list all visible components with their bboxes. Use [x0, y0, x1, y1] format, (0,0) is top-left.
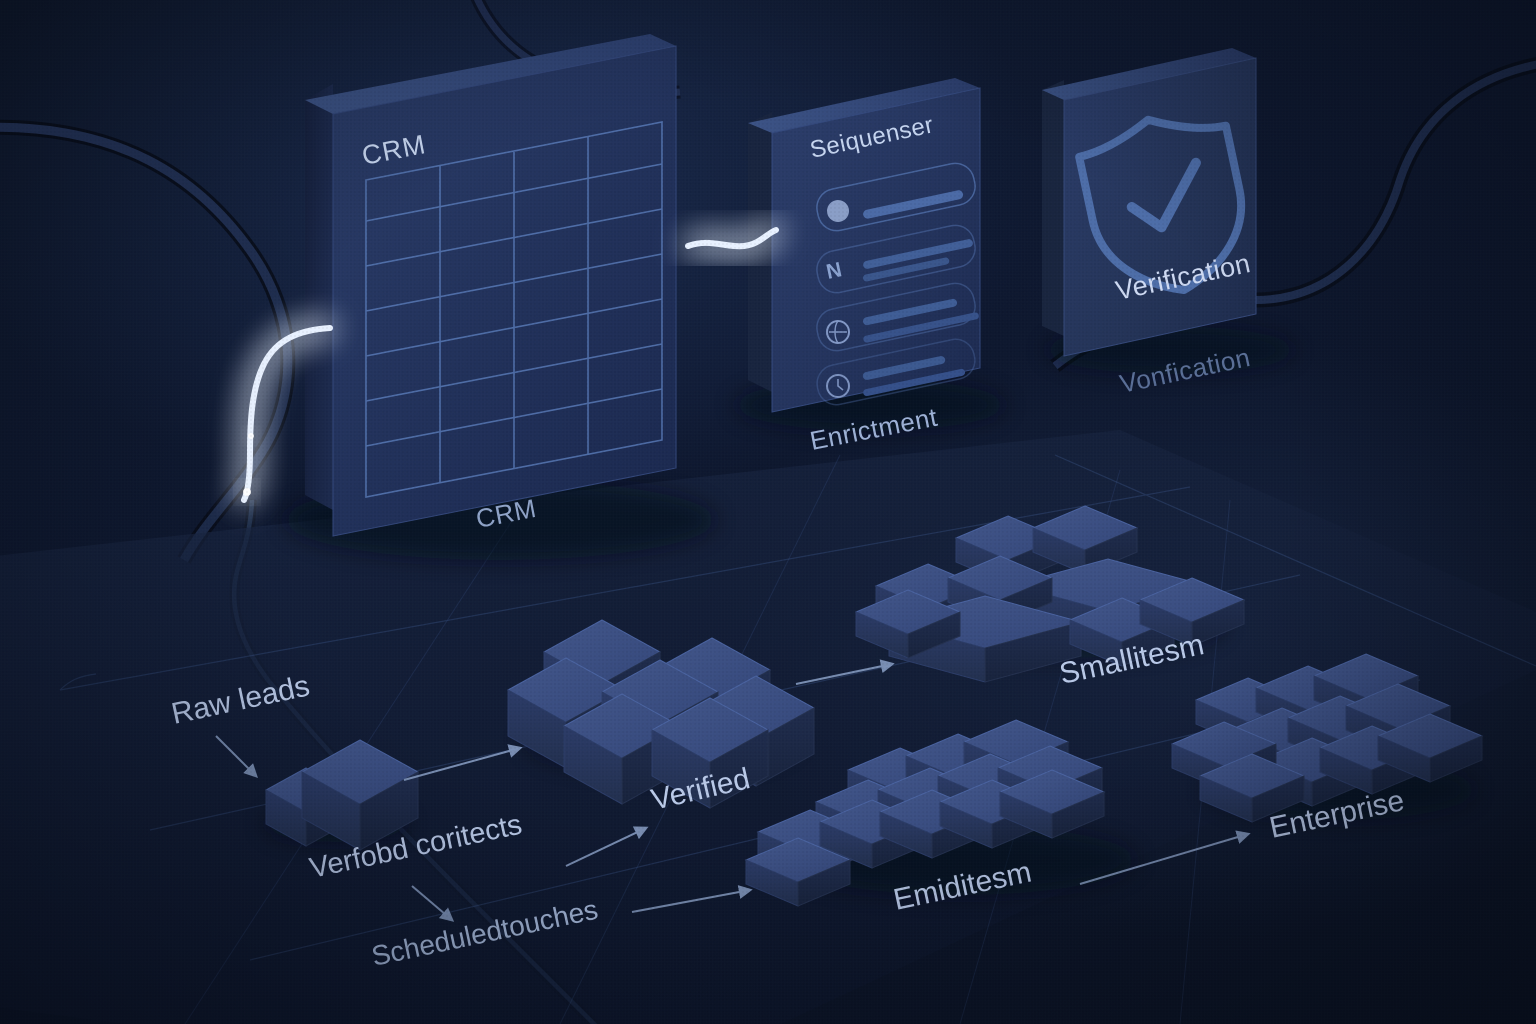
label-smallitesm: Smallitesm: [1057, 628, 1207, 691]
label-verified: Verified: [648, 762, 753, 817]
label-verfobd-coritects: Verfobd coritects: [307, 809, 525, 885]
label-emiditesm: Emiditesm: [891, 855, 1035, 916]
label-raw-leads: Raw leads: [169, 669, 313, 730]
label-enterprise: Enterprise: [1267, 784, 1408, 845]
label-scheduled-touches: Scheduledtouches: [369, 894, 601, 972]
